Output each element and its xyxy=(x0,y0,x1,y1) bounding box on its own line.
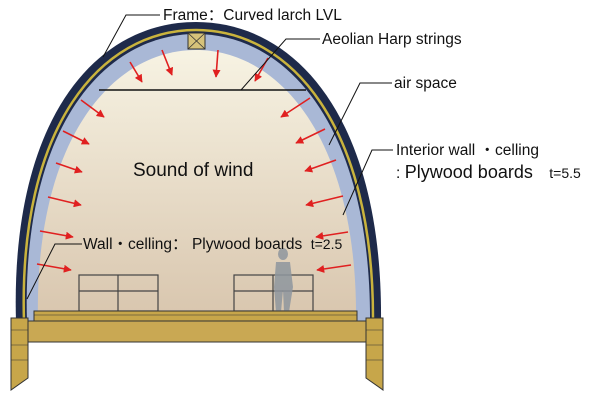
label-wall-celling: Wall・celling： Plywood boards t=2.5 xyxy=(83,236,342,253)
wall-celling-thickness: t=2.5 xyxy=(311,236,343,252)
frame-layer xyxy=(22,28,375,323)
wind-arrow xyxy=(36,263,72,273)
wind-arrow xyxy=(315,231,349,240)
wind-arrow xyxy=(55,162,83,174)
wall-celling-material: Plywood boards xyxy=(192,236,303,253)
interior-wall-material: Plywood boards xyxy=(405,162,533,182)
interior-space xyxy=(37,50,357,322)
wind-arrow xyxy=(39,230,74,240)
wind-arrow xyxy=(280,97,311,118)
label-air-space: air space xyxy=(394,75,457,92)
wind-arrow xyxy=(212,49,221,78)
leader-frame xyxy=(102,14,160,58)
foundation-left xyxy=(10,317,29,391)
interior-wall-thickness: t=5.5 xyxy=(549,165,581,181)
wind-arrow xyxy=(161,49,174,76)
leader-strings xyxy=(240,38,320,91)
leader-air-space xyxy=(328,82,392,146)
wind-arrow xyxy=(305,195,344,208)
wall-celling-prefix: Wall・celling： xyxy=(83,236,188,253)
foundation-right xyxy=(365,317,384,391)
wind-arrow xyxy=(80,99,105,118)
leader-lines xyxy=(26,14,393,300)
top-connector xyxy=(187,32,206,50)
wind-arrow xyxy=(304,159,337,173)
wind-arrow xyxy=(62,130,90,145)
floor-deck xyxy=(21,310,374,343)
label-interior-wall-material: : Plywood boards t=5.5 xyxy=(396,162,581,182)
wind-arrow xyxy=(316,264,352,273)
label-frame: Frame：Curved larch LVL xyxy=(163,7,342,24)
label-interior-wall: Interior wall ・celling xyxy=(396,142,539,159)
interior-wall-colon: : xyxy=(396,165,400,182)
person-silhouette xyxy=(274,248,293,312)
leader-wall-celling xyxy=(26,243,82,300)
wind-arrow xyxy=(295,128,326,144)
leader-interior-wall xyxy=(342,149,393,216)
wind-arrow xyxy=(129,61,143,83)
label-aeolian-harp-strings: Aeolian Harp strings xyxy=(322,31,462,48)
wind-arrow xyxy=(47,196,82,208)
wind-arrows xyxy=(36,49,352,273)
label-center-sound-of-wind: Sound of wind xyxy=(133,160,253,181)
